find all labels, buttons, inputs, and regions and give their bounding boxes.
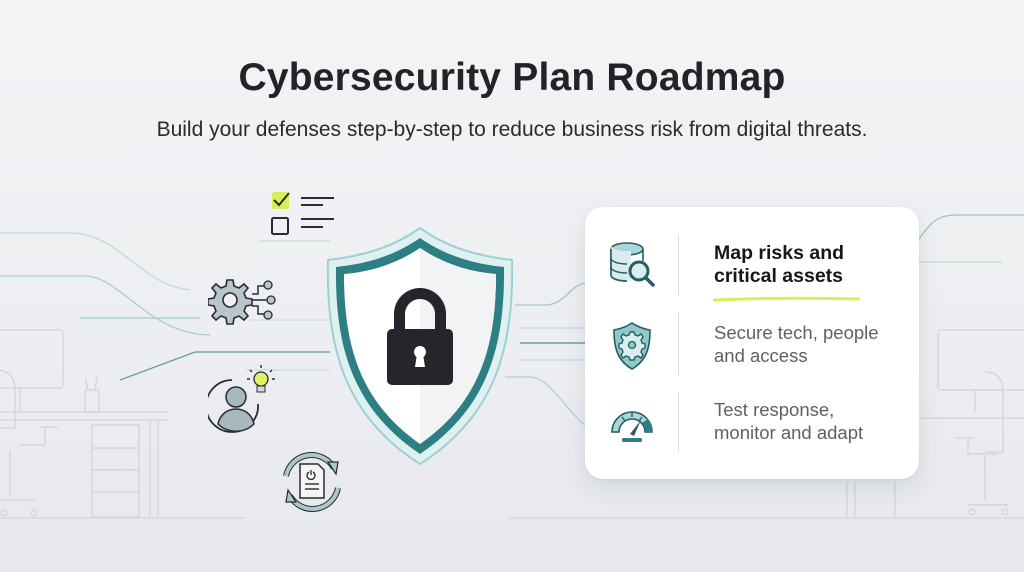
step-map-risks[interactable]: Map risks and critical assets <box>585 232 919 302</box>
step-test-response[interactable]: Test response, monitor and adapt <box>585 392 919 462</box>
user-idea-icon <box>208 365 275 433</box>
page-title: Cybersecurity Plan Roadmap <box>238 56 786 99</box>
document-refresh-icon <box>283 452 341 512</box>
step-label: Test response, monitor and adapt <box>714 398 863 444</box>
step-divider <box>678 392 679 452</box>
step-label-line-2: critical assets <box>714 265 844 287</box>
step-secure-tech[interactable]: Secure tech, people and access <box>585 313 919 385</box>
step-label-line-1: Map risks and <box>714 242 845 264</box>
highlight-underline <box>713 296 860 302</box>
right-office-desk-art <box>508 329 1024 519</box>
step-divider <box>678 313 679 375</box>
gear-network-icon <box>208 279 276 325</box>
step-label-line-1: Test response, <box>714 399 835 420</box>
step-label-line-2: monitor and adapt <box>714 422 864 443</box>
left-connector-lines <box>0 232 330 381</box>
step-label: Map risks and critical assets <box>714 242 844 288</box>
page-subtitle: Build your defenses step-by-step to redu… <box>156 118 868 141</box>
right-connector-lines <box>505 214 1024 426</box>
shield-lock-icon <box>326 226 514 466</box>
checklist-icon <box>271 192 334 235</box>
step-label-line-1: Secure tech, people <box>714 322 879 343</box>
step-divider <box>678 235 679 295</box>
database-search-icon <box>610 242 655 287</box>
left-office-desk-art <box>0 329 245 519</box>
step-label: Secure tech, people and access <box>714 321 879 367</box>
shield-gear-icon <box>613 322 651 370</box>
gauge-icon <box>611 411 653 442</box>
roadmap-card: Map risks and critical assets Secure tec… <box>585 207 919 479</box>
step-label-line-2: and access <box>714 345 808 366</box>
